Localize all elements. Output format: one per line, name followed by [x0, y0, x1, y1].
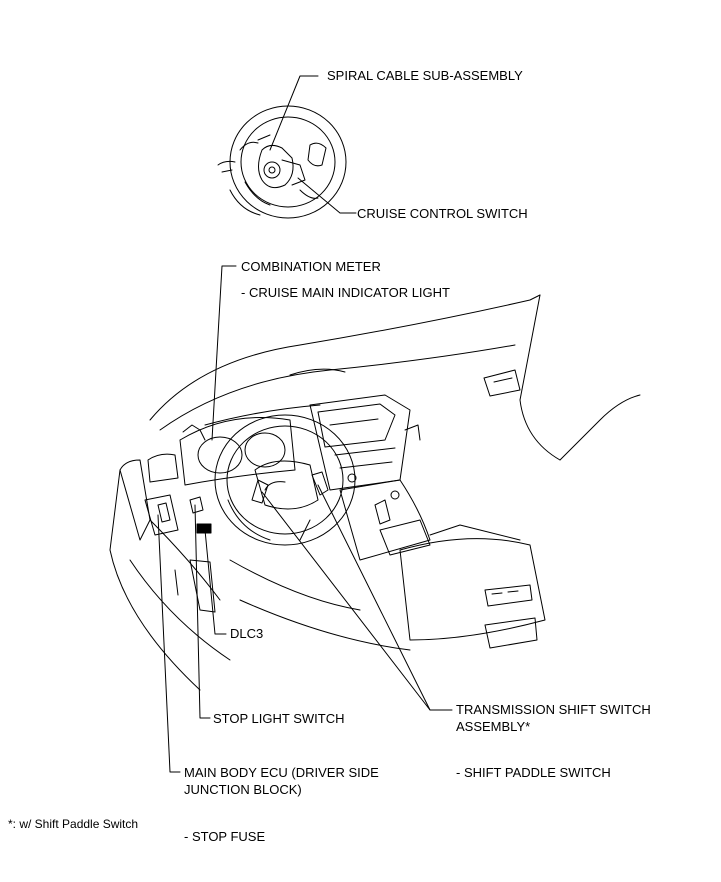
leader-combination-meter: [211, 265, 237, 441]
leader-transmission-right: [317, 484, 431, 711]
label-main-body-ecu-line2: JUNCTION BLOCK): [184, 782, 302, 797]
label-cruise-main-indicator: - CRUISE MAIN INDICATOR LIGHT: [241, 285, 450, 300]
label-stop-fuse: - STOP FUSE: [184, 829, 266, 844]
console-box: [399, 538, 546, 641]
dash-steering-wheel-inner: [226, 425, 344, 535]
dashboard-drawing: [109, 294, 641, 691]
leader-dlc3: [204, 529, 227, 635]
label-spiral-cable: SPIRAL CABLE SUB-ASSEMBLY: [327, 68, 523, 83]
label-shift-paddle-switch: - SHIFT PADDLE SWITCH: [456, 765, 611, 780]
spiral-cable-body: [258, 144, 294, 189]
leader-spiral-cable: [269, 75, 319, 151]
leader-main-body-ecu: [157, 514, 181, 773]
right-shift-paddle: [311, 471, 329, 496]
label-combination-meter: COMBINATION METER: [241, 259, 381, 274]
footnote: *: w/ Shift Paddle Switch: [8, 817, 139, 831]
steering-wheel-inset: [217, 105, 347, 219]
main-body-ecu: [144, 494, 179, 536]
leader-cruise-control-switch: [297, 177, 357, 214]
shift-console: [339, 479, 431, 561]
label-main-body-ecu-line1: MAIN BODY ECU (DRIVER SIDE: [184, 765, 379, 780]
stop-light-switch: [189, 496, 204, 514]
left-shift-paddle: [251, 479, 269, 504]
label-dlc3: DLC3: [230, 626, 264, 641]
label-stop-light-switch: STOP LIGHT SWITCH: [213, 711, 345, 726]
steering-wheel-rim-inner: [240, 116, 336, 208]
leader-transmission-left: [261, 491, 453, 711]
label-transmission-line1: TRANSMISSION SHIFT SWITCH: [456, 702, 651, 717]
leader-stop-light-switch: [194, 504, 211, 719]
label-transmission-line2: ASSEMBLY*: [456, 719, 531, 734]
label-cruise-control-switch: CRUISE CONTROL SWITCH: [357, 206, 528, 221]
cruise-switch-lever: [281, 159, 306, 186]
rear-vent: [484, 584, 533, 607]
dash-steering-wheel-outer: [214, 414, 356, 546]
dlc3-connector: [196, 523, 212, 534]
center-stack: [309, 394, 411, 491]
combination-meter-housing: [179, 417, 296, 486]
